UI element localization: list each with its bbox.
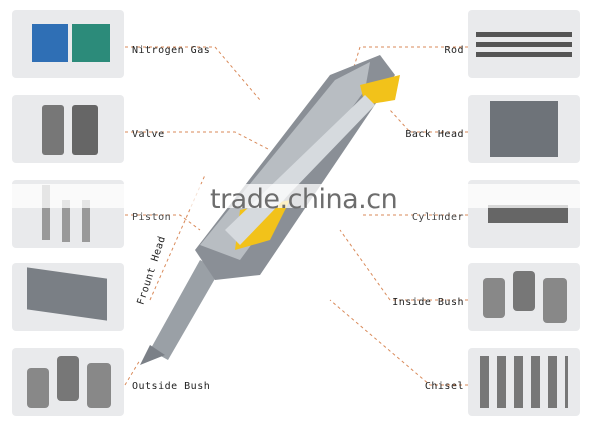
part-image-front-head [12,263,124,331]
label-nitrogen-gas: Nitrogen Gas [132,45,211,56]
leader-lines [124,46,468,386]
label-rod: Rod [444,45,464,56]
part-image-outside-bush [12,348,124,416]
part-image-rod [468,10,580,78]
part-image-valve [12,95,124,163]
watermark-band [0,184,600,208]
label-inside-bush: Inside Bush [392,297,464,308]
part-image-back-head [468,95,580,163]
label-back-head: Back Head [405,129,464,140]
part-image-nitrogen-gas [12,10,124,78]
part-image-inside-bush [468,263,580,331]
label-outside-bush: Outside Bush [132,381,211,392]
label-piston: Piston [132,212,172,223]
label-cylinder: Cylinder [411,212,464,223]
label-valve: Valve [132,129,165,140]
label-chisel: Chisel [424,381,464,392]
watermark: trade.china.cn [210,184,398,215]
part-image-chisel [468,348,580,416]
